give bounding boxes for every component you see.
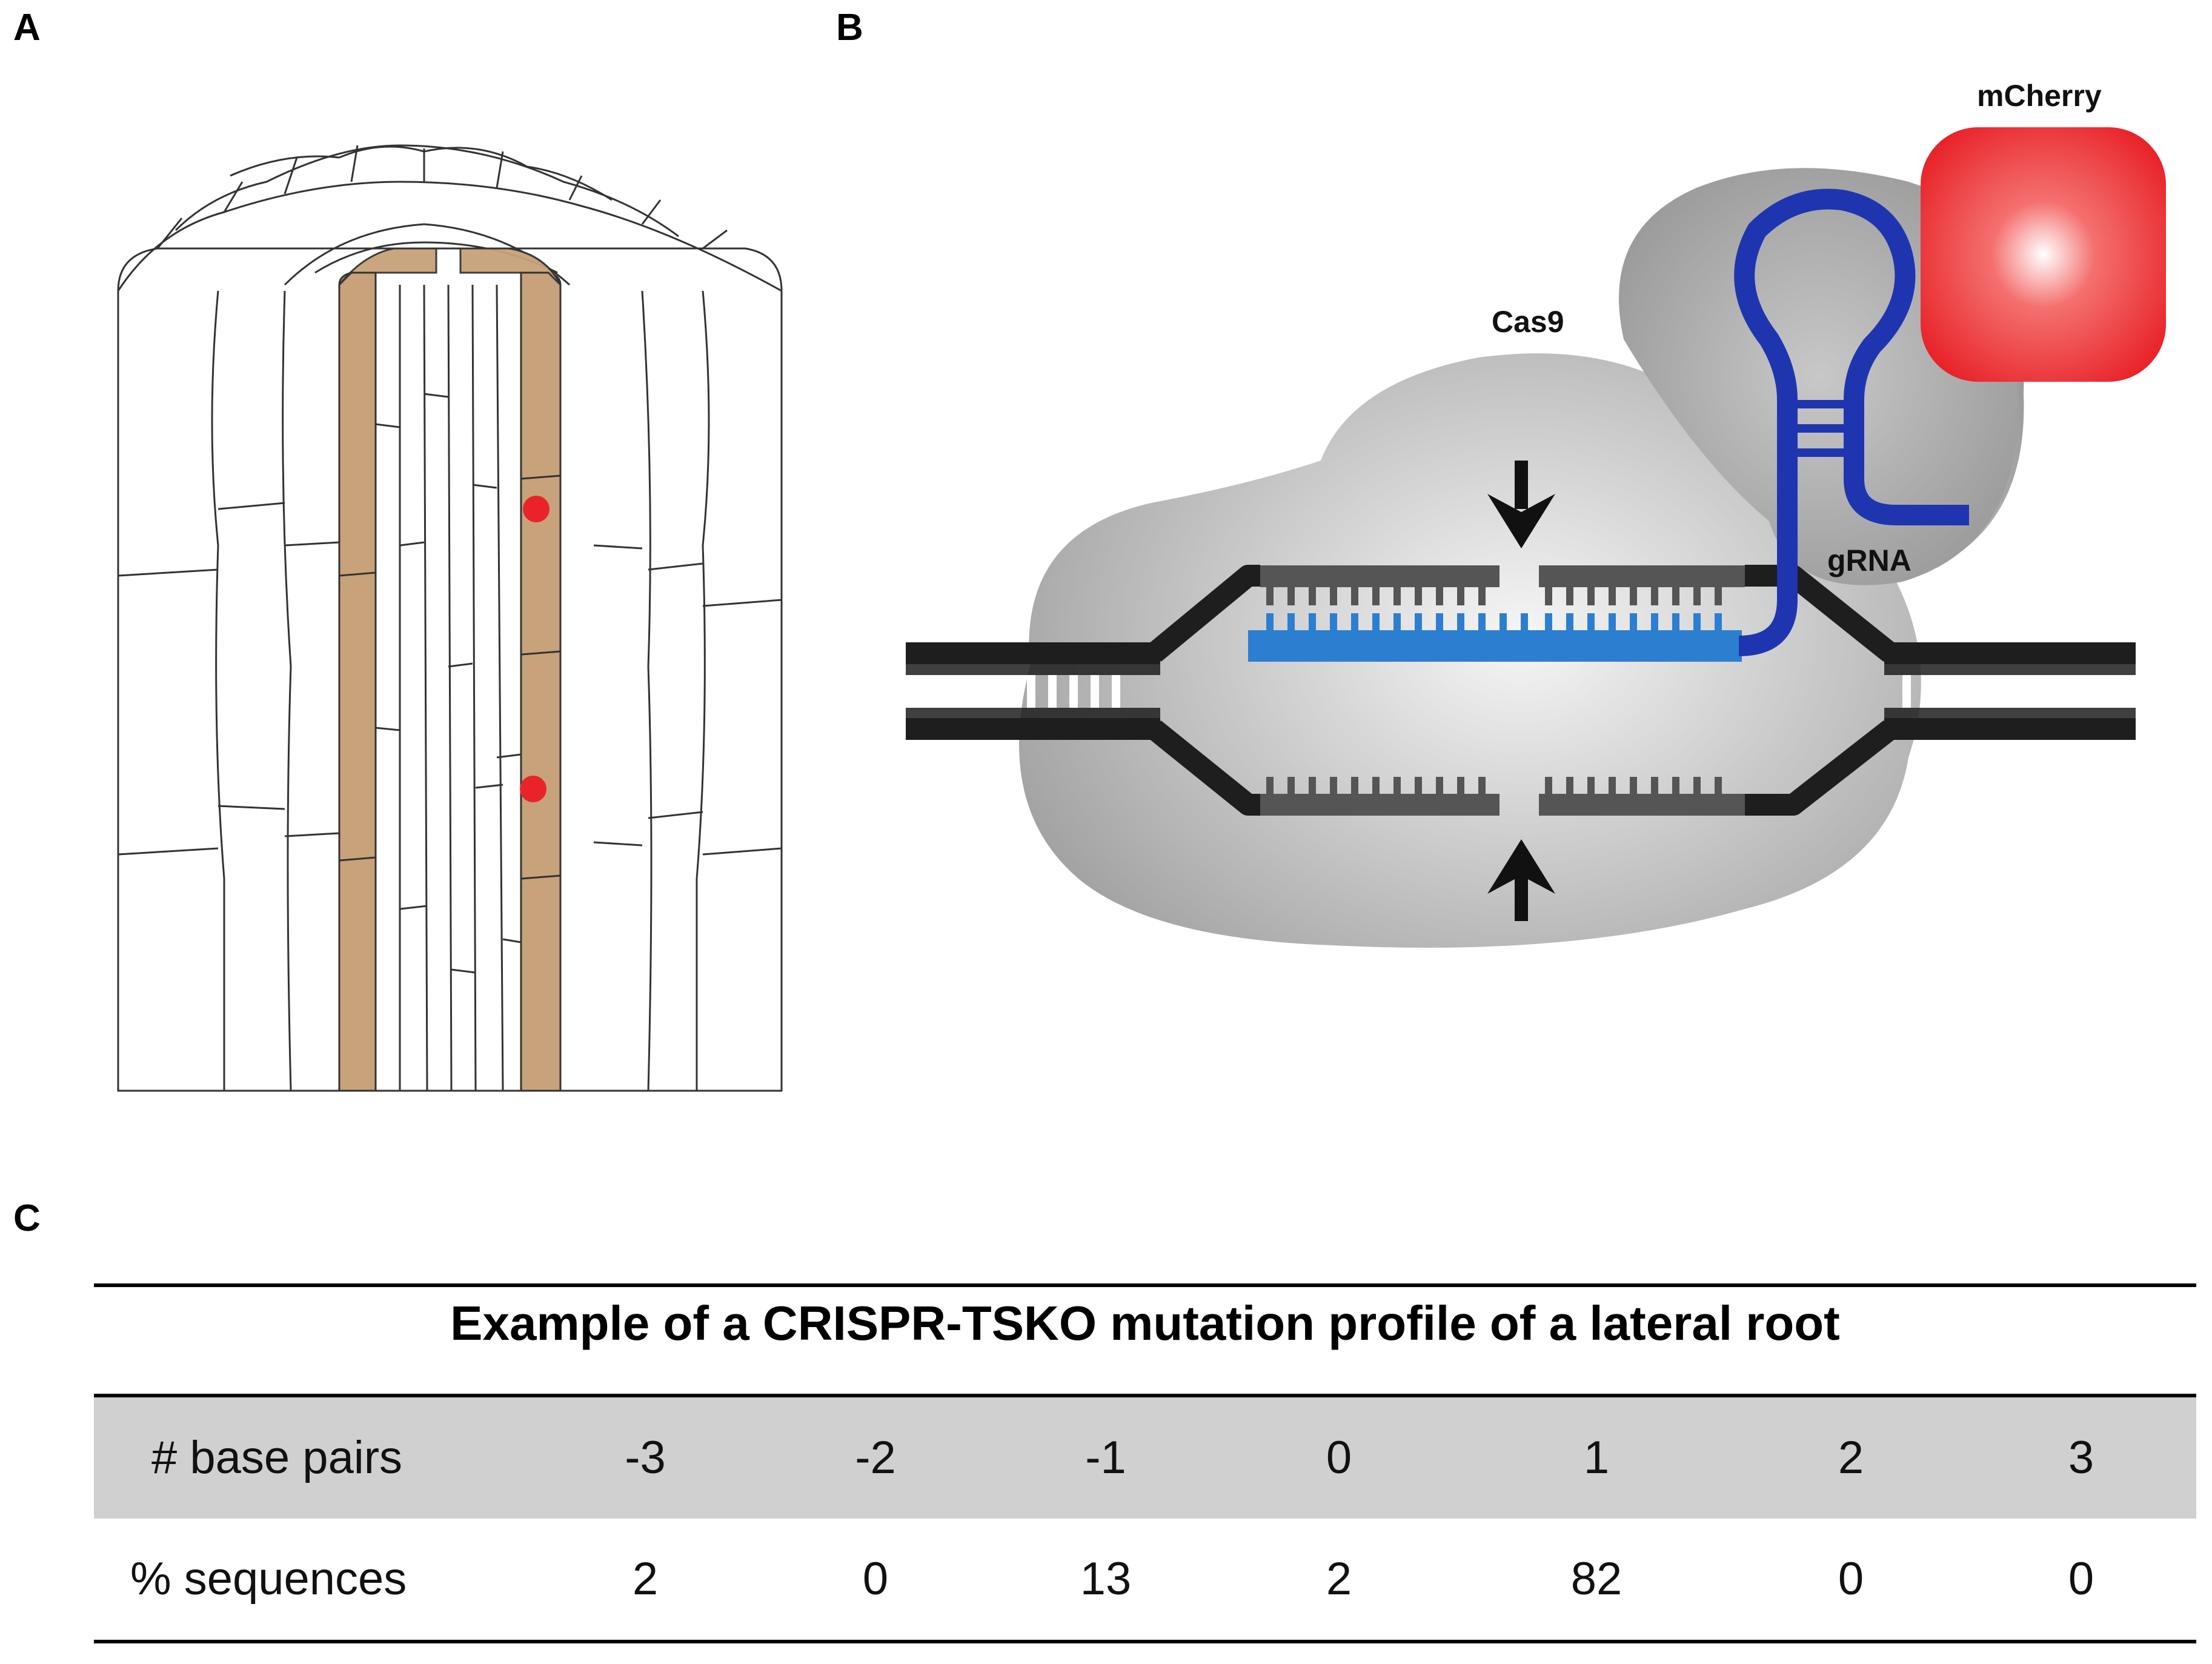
cleavage-arrow-bottom (1487, 839, 1555, 921)
nucleus-dot (520, 776, 546, 802)
value-cell: 0 (1838, 1553, 1864, 1605)
mcherry-protein (1921, 127, 2166, 382)
table-row: % sequences 2 0 13 2 82 0 0 (94, 1519, 2196, 1640)
header-cell: -1 (1085, 1432, 1126, 1483)
mcherry-label: mCherry (1977, 79, 2102, 113)
grna-scaffold (1734, 188, 1969, 656)
header-cell: 2 (1838, 1432, 1864, 1483)
nucleus-dot (523, 496, 550, 522)
panel-a-letter: A (13, 7, 41, 48)
root-tip-diagram (117, 144, 783, 1092)
cas9-label: Cas9 (1492, 305, 1564, 339)
grna-spacer (1248, 630, 1742, 662)
table-header-row: # base pairs -3 -2 -1 0 1 2 3 (94, 1397, 2196, 1519)
table-header-rule (94, 1394, 2196, 1397)
cas9-lobe (1619, 168, 2018, 585)
value-cell: 13 (1080, 1553, 1132, 1605)
dna-top-strand (1260, 565, 1745, 587)
value-cell: 2 (632, 1553, 659, 1605)
table-title: Example of a CRISPR-TSKO mutation profil… (450, 1296, 1840, 1350)
cas9-grna-diagram: Cas9 mCherry gRNA (906, 79, 2166, 948)
header-label-cell: # base pairs (151, 1432, 403, 1483)
dna-right (1884, 642, 2136, 740)
cleavage-arrow-top (1487, 461, 1555, 548)
header-cell: -2 (855, 1432, 896, 1483)
value-cell: 0 (2068, 1553, 2094, 1605)
table-bottom-rule (94, 1640, 2196, 1643)
value-cell: 82 (1570, 1553, 1622, 1605)
dna-left (906, 642, 1160, 740)
value-cell: 2 (1326, 1553, 1352, 1605)
dna-bottom-strand (1260, 794, 1745, 816)
root-outline (117, 247, 783, 1092)
grna-label: gRNA (1827, 544, 1911, 577)
panel-b-letter: B (836, 7, 863, 48)
header-cell: 3 (2068, 1432, 2094, 1483)
value-cell: 0 (862, 1553, 889, 1605)
header-cell: 1 (1583, 1432, 1610, 1483)
row-label-cell: % sequences (130, 1553, 407, 1605)
header-cell: -3 (625, 1432, 666, 1483)
panel-c-letter: C (13, 1197, 41, 1239)
header-cell: 0 (1326, 1432, 1352, 1483)
table-top-rule (94, 1283, 2196, 1287)
